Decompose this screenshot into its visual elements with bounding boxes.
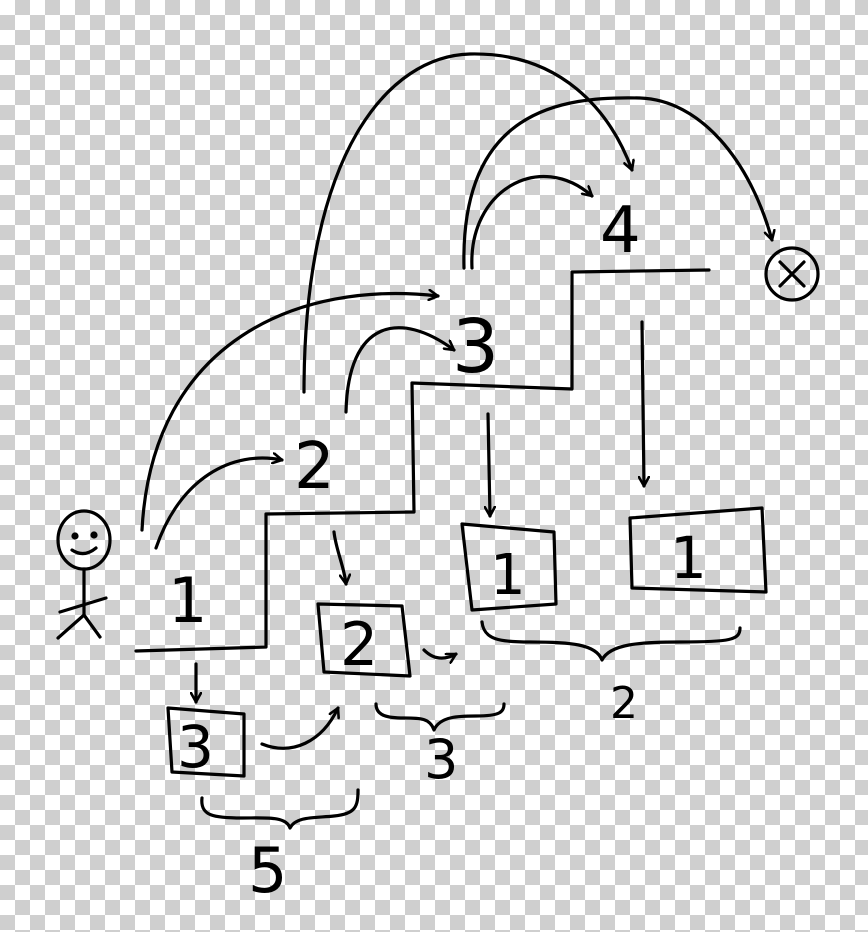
drop-arrows (196, 320, 644, 704)
arrow-3-to-4 (470, 175, 594, 270)
svg-text:2: 2 (340, 610, 378, 680)
svg-text:3: 3 (177, 713, 214, 781)
arrow-3-to-goal (462, 96, 772, 270)
braces (200, 620, 742, 830)
chain-arrows (260, 648, 458, 750)
jump-arrows (140, 52, 772, 550)
brace-label-5: 5 (248, 834, 287, 907)
box-1-right: 1 (628, 506, 768, 594)
brace-middle (374, 702, 506, 732)
svg-text:1: 1 (490, 543, 526, 608)
arrow-2-to-4 (302, 52, 632, 394)
arrow-2-to-3 (344, 326, 456, 414)
box-1-left: 1 (460, 522, 558, 612)
brace-label-2: 2 (610, 678, 638, 729)
brace-left (200, 788, 360, 830)
brace-label-3: 3 (424, 728, 458, 791)
stair-label-2: 2 (294, 430, 335, 504)
stair-label-3: 3 (452, 304, 499, 390)
stair-label-4: 4 (600, 194, 641, 268)
crossed-circle-icon (764, 246, 820, 302)
arrow-1-to-2 (154, 458, 284, 550)
stair-label-1: 1 (168, 564, 207, 637)
brace-right (480, 620, 742, 662)
staircase (134, 268, 711, 653)
box-2: 2 (316, 602, 412, 680)
svg-text:1: 1 (670, 524, 707, 592)
box-3: 3 (166, 706, 246, 781)
stick-figure-icon (56, 509, 112, 640)
arrow-1-to-3-outer (140, 294, 440, 532)
